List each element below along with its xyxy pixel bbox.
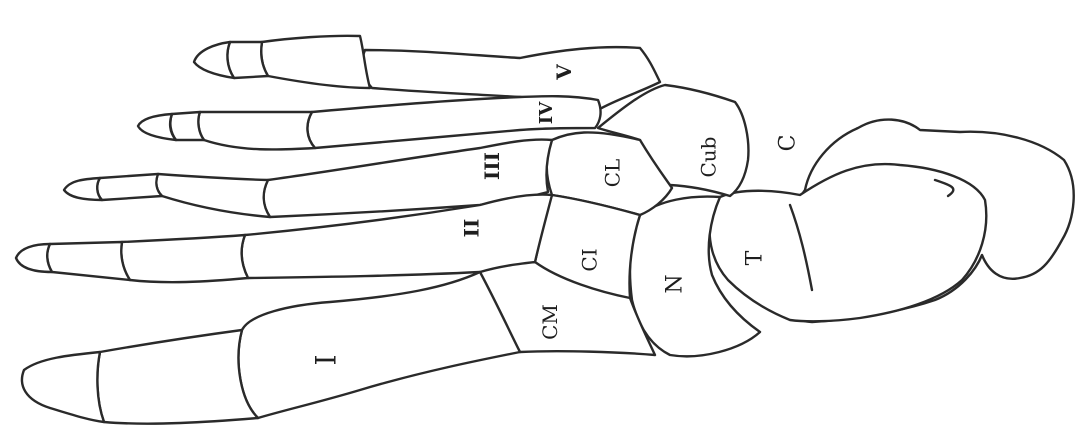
metatarsal-1-bone <box>239 272 520 418</box>
label-metatarsal-4: IV <box>538 102 556 124</box>
toe-2-middle-phalanx <box>47 242 130 280</box>
toe-4-proximal-phalanx <box>198 112 315 150</box>
talus-bone <box>710 164 987 321</box>
toe-2-distal-phalanx <box>16 244 52 272</box>
label-lateral-cuneiform: CL <box>602 159 622 188</box>
toe-4-distal-phalanx <box>138 114 176 140</box>
toe-4-middle-phalanx <box>170 112 204 140</box>
label-cuboid: Cub <box>699 137 719 178</box>
label-metatarsal-5: V <box>554 64 574 80</box>
label-calcaneus: C <box>777 135 799 152</box>
label-medial-cuneiform: CM <box>540 304 560 340</box>
toe-5-proximal-phalanx <box>261 36 370 88</box>
label-metatarsal-1: I <box>313 354 341 365</box>
toe-5-middle-phalanx <box>227 42 268 78</box>
hallux-proximal-phalanx <box>97 330 258 424</box>
toe-5-distal-phalanx <box>194 42 234 78</box>
label-intermediate-cuneiform: CI <box>580 248 600 271</box>
label-metatarsal-2: II <box>461 219 481 238</box>
toe-3-proximal-phalanx <box>156 174 270 217</box>
hallux-distal-phalanx <box>22 352 104 422</box>
label-metatarsal-3: III <box>482 152 502 180</box>
label-navicular: N <box>665 274 687 293</box>
toe-2-proximal-phalanx <box>121 235 248 282</box>
toe-3-distal-phalanx <box>64 178 102 200</box>
label-talus: T <box>744 251 766 266</box>
toe-3-middle-phalanx <box>97 174 162 200</box>
